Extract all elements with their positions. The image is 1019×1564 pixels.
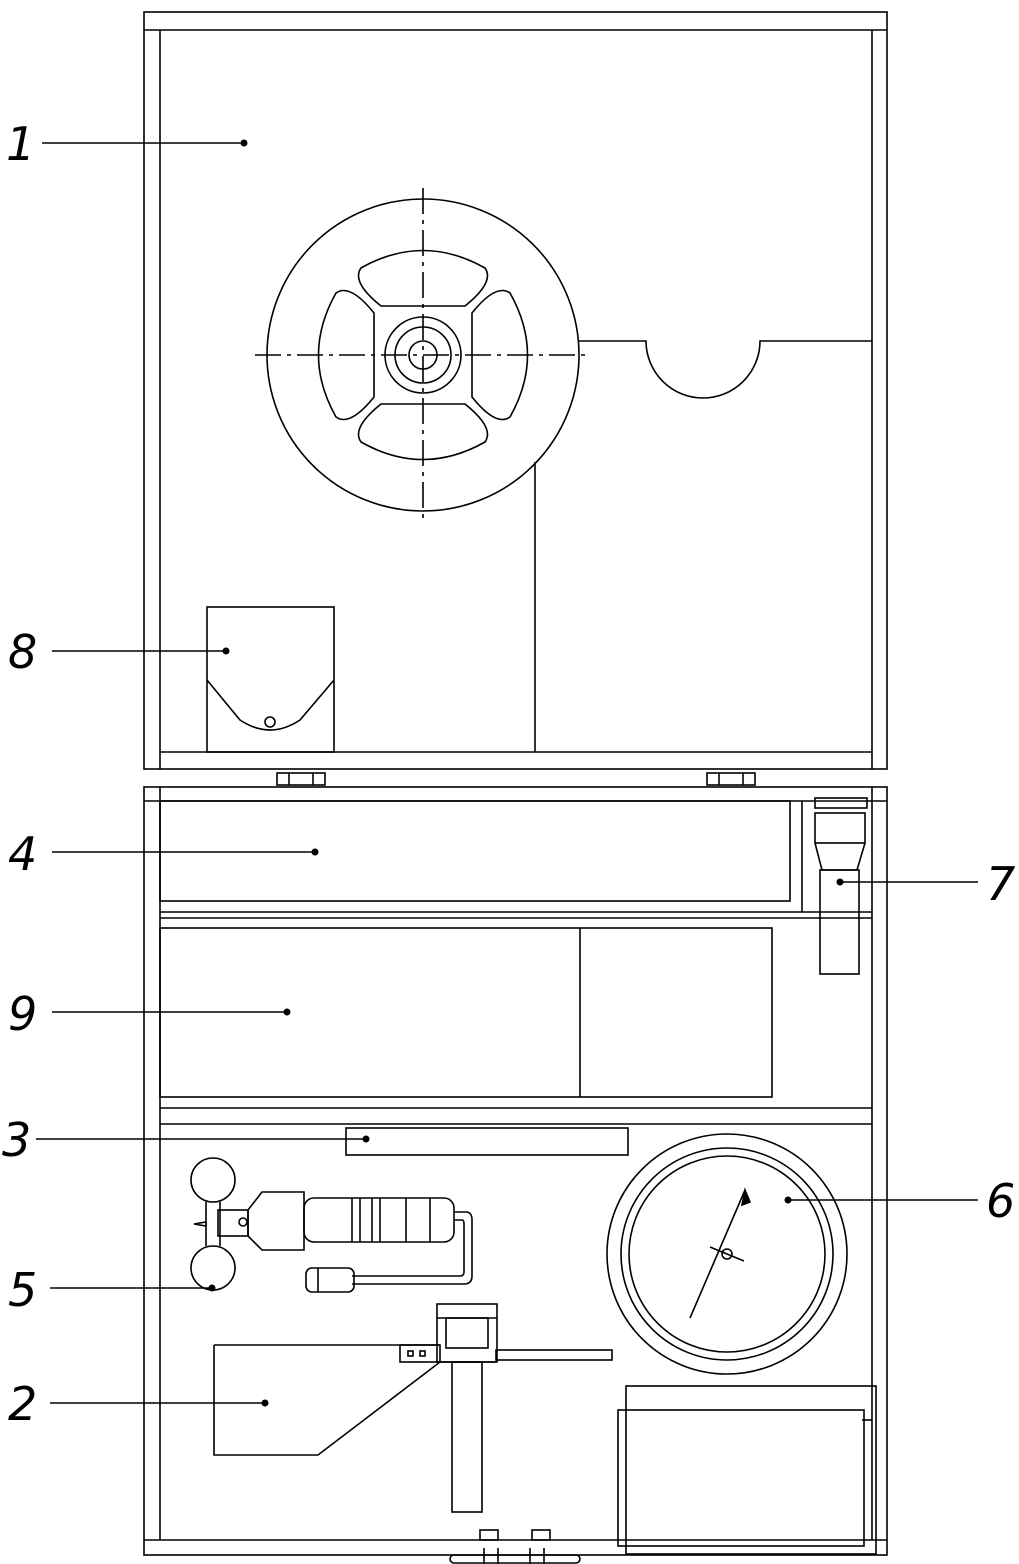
upper-tray <box>159 800 872 919</box>
callout-7 <box>836 878 978 886</box>
callout-number-7: 7 <box>986 857 1015 911</box>
callout-6 <box>784 1196 978 1204</box>
callout-3 <box>36 1135 370 1143</box>
callout-8 <box>52 647 230 655</box>
hinges <box>276 772 756 786</box>
probe-assembly <box>190 1157 473 1293</box>
bottom-latches <box>449 1529 581 1564</box>
tool-stand <box>213 1303 613 1513</box>
lid-pocket <box>206 606 335 753</box>
callout-number-8: 8 <box>8 625 37 679</box>
callout-4 <box>52 848 319 856</box>
callout-5 <box>50 1284 216 1292</box>
instrument-slot <box>345 1127 629 1156</box>
callout-number-5: 5 <box>8 1263 37 1317</box>
case-lid <box>143 11 888 770</box>
pressure-gauge <box>606 1133 848 1375</box>
callout-number-2: 2 <box>8 1377 37 1431</box>
callout-number-3: 3 <box>2 1113 31 1167</box>
flashlight <box>814 797 868 975</box>
callout-9 <box>52 1008 291 1016</box>
battery-compartment <box>617 1385 877 1555</box>
callout-number-9: 9 <box>8 987 37 1041</box>
callout-2 <box>50 1399 269 1407</box>
callout-number-1: 1 <box>6 117 35 171</box>
document-box <box>159 927 872 1125</box>
cable-reel <box>255 188 591 522</box>
case-base <box>143 786 888 1556</box>
callout-1 <box>42 139 248 147</box>
callout-number-6: 6 <box>986 1174 1015 1228</box>
callout-number-4: 4 <box>8 827 37 881</box>
lid-partitions <box>534 340 872 752</box>
